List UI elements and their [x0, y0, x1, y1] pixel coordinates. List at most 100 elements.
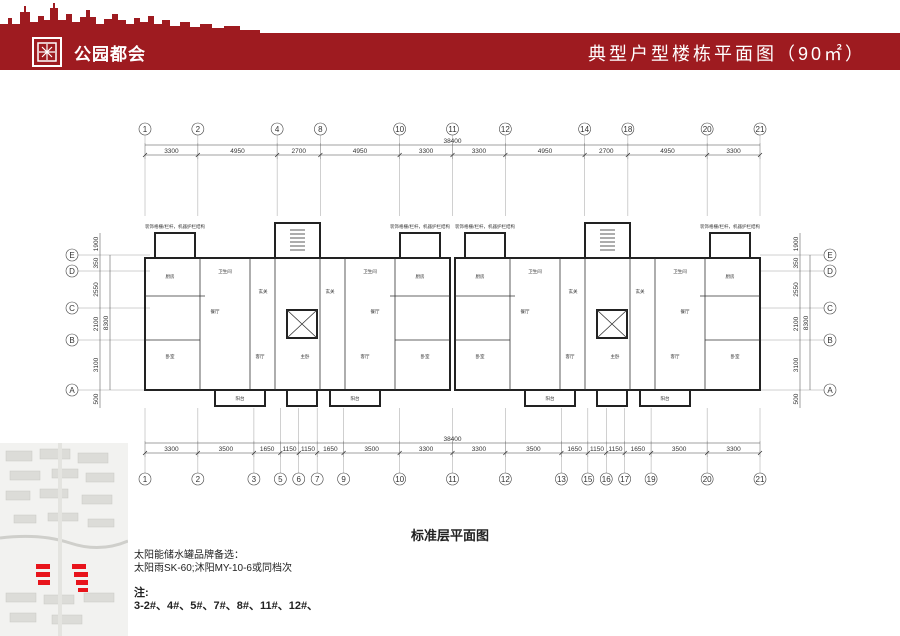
bottom-axis-bubble-9	[337, 472, 350, 486]
top-axis-label-20: 20	[703, 125, 712, 134]
half-0-stair-core	[274, 222, 321, 259]
side-left-bubble-C	[65, 301, 79, 315]
bottom-axis-label-10: 10	[395, 475, 404, 484]
bottom-dim-15: 3300	[726, 446, 741, 453]
bottom-axis-bubble-1	[138, 472, 152, 486]
side-right-label-B: B	[827, 336, 832, 345]
bottom-axis-bubble-21	[753, 472, 767, 486]
side-right-dim-3: 2100	[793, 316, 800, 331]
top-axis-label-2: 2	[196, 125, 201, 134]
side-left-label-B: B	[69, 336, 74, 345]
side-left-dim-2: 2550	[93, 282, 100, 297]
note-solar-brand-title: 太阳能储水罐品牌备选：	[134, 550, 244, 561]
top-dim-5: 3300	[472, 148, 487, 155]
side-right-bubble-B	[823, 333, 837, 347]
note-buildings: 3-2#、4#、5#、7#、8#、11#、12#、	[134, 600, 319, 612]
bottom-axis-label-6: 6	[297, 475, 302, 484]
half-0-balcony-l	[214, 389, 266, 407]
bottom-dim-8: 3300	[472, 446, 487, 453]
side-left-label-C: C	[69, 304, 75, 313]
side-left-label-D: D	[69, 267, 75, 276]
room-label-1-10: 客厅	[671, 353, 680, 360]
bottom-axis-label-16: 16	[602, 475, 611, 484]
bottom-dim-1: 3500	[219, 446, 234, 453]
half-1-outer-wall	[454, 257, 761, 391]
top-axis-label-18: 18	[623, 125, 632, 134]
room-label-1-6: 主卧	[611, 353, 620, 360]
room-label-0-1: 餐厅	[211, 308, 220, 315]
side-left-label-A: A	[69, 386, 75, 395]
side-left-total: 8300	[103, 315, 110, 330]
room-label-1-9: 餐厅	[681, 308, 690, 315]
top-dim-0: 3300	[164, 148, 179, 155]
bottom-axis-bubble-11	[446, 472, 459, 486]
side-left-bubble-A	[65, 383, 79, 397]
top-axis-bubble-11	[446, 122, 459, 136]
site-plan-thumbnail	[0, 443, 128, 636]
room-label-0-0: 卧室	[166, 353, 175, 360]
bottom-axis-bubble-12	[499, 472, 512, 486]
bottom-axis-bubble-16	[599, 472, 613, 486]
top-dim-2: 2700	[292, 148, 307, 155]
top-axis-bubble-8	[314, 122, 327, 136]
top-axis-label-10: 10	[395, 125, 404, 134]
top-axis-bubble-14	[578, 122, 591, 136]
top-axis-label-21: 21	[756, 125, 765, 134]
note-label: 注:	[134, 587, 149, 599]
room-label-1-14: 玄关	[636, 288, 645, 295]
room-label-1-0: 卧室	[476, 353, 485, 360]
room-label-1-1: 餐厅	[521, 308, 530, 315]
ac-note-0-l: 装饰格栅/栏杆，机器护栏结构	[145, 223, 206, 230]
top-dim-9: 3300	[726, 148, 741, 155]
bottom-dim-2: 1650	[260, 446, 275, 453]
bottom-axis-bubble-5	[274, 472, 287, 486]
room-label-0-14: 玄关	[326, 288, 335, 295]
bottom-axis-label-17: 17	[620, 475, 629, 484]
bottom-axis-label-19: 19	[647, 475, 656, 484]
side-right-bubble-E	[823, 248, 837, 262]
skyline-decoration	[0, 3, 260, 34]
room-label-0-2: 客厅	[256, 353, 265, 360]
room-label-0-4: 卫生间	[218, 268, 232, 275]
side-left-bubble-D	[65, 264, 79, 278]
bottom-axis-bubble-6	[292, 472, 306, 486]
bottom-dim-3: 1150	[283, 446, 297, 453]
half-1-elev-x2	[596, 309, 628, 339]
room-label-0-5: 阳台	[236, 395, 245, 402]
bottom-axis-label-9: 9	[341, 475, 346, 484]
bottom-axis-bubble-2	[191, 472, 205, 486]
half-1-ac-ledge-r	[709, 232, 751, 259]
room-label-0-8: 卧室	[421, 353, 430, 360]
side-right-dim-4: 3100	[793, 357, 800, 372]
room-label-0-12: 卫生间	[363, 268, 377, 275]
room-label-0-7: 玄关	[259, 288, 268, 295]
brand-logo-icon	[32, 37, 62, 67]
top-total-dim: 38400	[443, 138, 461, 145]
half-0-ac-ledge-l	[154, 232, 196, 259]
plan-caption: 标准层平面图	[410, 528, 489, 543]
top-axis-bubble-12	[499, 122, 512, 136]
room-label-1-2: 客厅	[566, 353, 575, 360]
top-axis-bubble-4	[270, 122, 284, 136]
bottom-axis-label-20: 20	[703, 475, 712, 484]
room-label-0-9: 餐厅	[371, 308, 380, 315]
side-right-dim-0: 1900	[793, 236, 800, 251]
bottom-dim-13: 1650	[631, 446, 646, 453]
bottom-axis-bubble-10	[393, 472, 406, 486]
header-banner	[0, 33, 900, 70]
bottom-dim-5: 1650	[323, 446, 338, 453]
bottom-dim-6: 3500	[364, 446, 379, 453]
bottom-axis-label-2: 2	[196, 475, 201, 484]
half-1-elevator	[596, 309, 628, 339]
side-left-dim-0: 1900	[93, 236, 100, 251]
room-label-1-13: 阳台	[661, 395, 670, 402]
top-axis-bubble-10	[393, 122, 406, 136]
room-label-0-10: 客厅	[361, 353, 370, 360]
side-right-label-A: A	[827, 386, 833, 395]
half-0-outer-wall	[144, 257, 451, 391]
bottom-axis-bubble-17	[618, 472, 631, 486]
room-label-1-12: 卫生间	[673, 268, 687, 275]
